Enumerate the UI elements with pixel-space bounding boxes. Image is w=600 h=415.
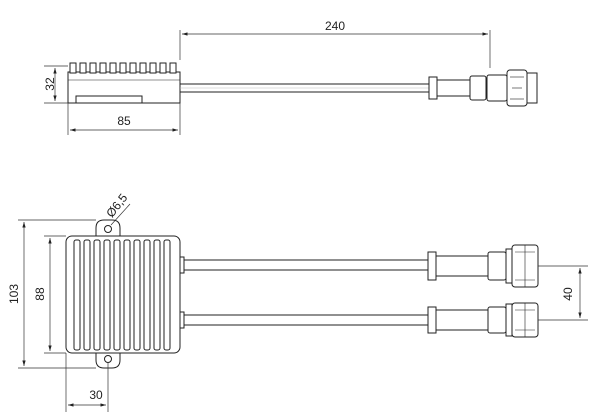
dim-32-label: 32 — [43, 77, 57, 91]
dim-103-label: 103 — [7, 284, 21, 304]
connector-lower — [427, 302, 539, 338]
mounting-hole-top — [104, 225, 112, 233]
dim-40-label: 40 — [561, 287, 575, 301]
hole-leader-line — [110, 203, 131, 226]
heatsink-side-body — [67, 62, 181, 104]
heatsink-fins-front — [73, 239, 171, 351]
cable-lower — [179, 314, 429, 326]
connector-top-view — [428, 69, 538, 107]
cable-upper — [179, 259, 429, 271]
heatsink-fins-top — [69, 62, 177, 74]
dim-hole-label: Ø6,5 — [103, 191, 130, 220]
dim-85-label: 85 — [117, 114, 131, 128]
mounting-hole-bottom — [104, 355, 112, 363]
front-view: Ø6,5 — [7, 191, 588, 412]
top-view: 240 32 — [43, 19, 538, 135]
connector-upper — [427, 244, 539, 288]
dim-240-label: 240 — [325, 19, 345, 33]
mounting-tab-bottom — [95, 352, 121, 369]
dim-30-label: 30 — [89, 388, 103, 402]
heatsink-foot — [75, 95, 143, 104]
heatsink-front-body — [65, 235, 181, 354]
mounting-tab-top — [95, 219, 121, 238]
dim-88-label: 88 — [33, 287, 47, 301]
